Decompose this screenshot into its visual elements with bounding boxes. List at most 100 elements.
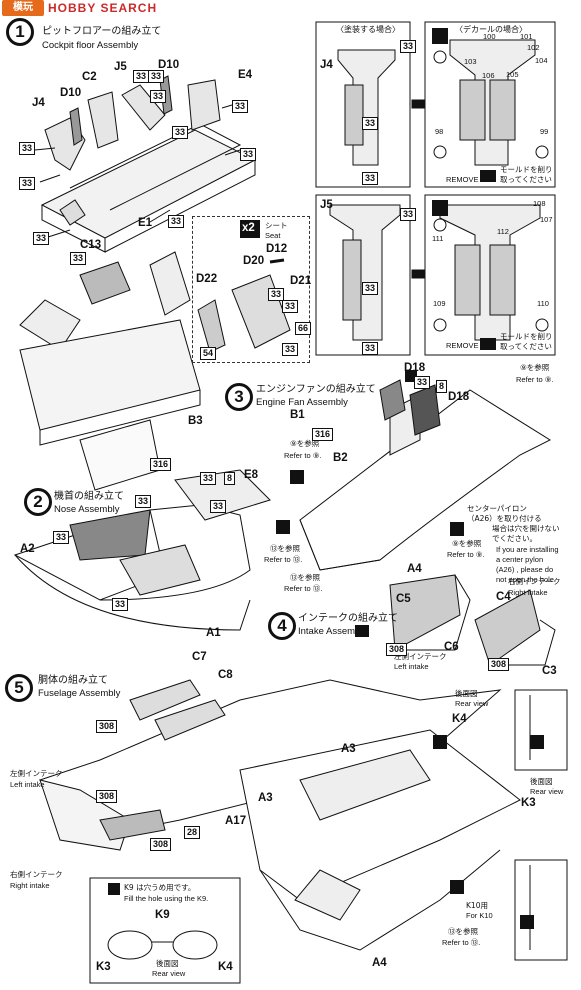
paint-code: 316 xyxy=(312,428,334,441)
rear-view-en-3: Rear view xyxy=(152,969,186,978)
refer-9-jp-3: ⑨を参照 xyxy=(452,539,482,548)
part-label-k9: K9 xyxy=(155,909,170,921)
step-5-title-en: Fuselage Assembly xyxy=(38,688,121,699)
paint-code: 33 xyxy=(210,500,227,513)
part-label-b2: B2 xyxy=(333,452,348,464)
paint-code: 33 xyxy=(282,300,299,313)
paint-code: 33 xyxy=(362,282,379,295)
step-4-title-en: Intake Assembly xyxy=(298,626,368,637)
decal-panel-title: 〈デカールの場合〉 xyxy=(455,25,527,34)
part-label-b3: B3 xyxy=(188,415,203,427)
part-label-e4: E4 xyxy=(238,69,253,81)
part-label-c8: C8 xyxy=(218,669,233,681)
part-label-d22: D22 xyxy=(196,273,218,285)
paint-code: 33 xyxy=(19,142,36,155)
decal-number: 108 xyxy=(533,199,546,208)
watermark-logo: 模玩 xyxy=(2,0,44,16)
decal-number: 100 xyxy=(483,32,496,41)
paint-code: 33 xyxy=(240,148,257,161)
pylon-note-en-2: a center pylon xyxy=(496,555,544,564)
decal-number: 109 xyxy=(433,299,446,308)
paint-code: 33 xyxy=(150,90,167,103)
left-intake-jp: 左側インテーク xyxy=(394,652,447,661)
paint-code: 33 xyxy=(112,598,129,611)
remove-note-jp-2b: 取ってください xyxy=(500,342,552,351)
remove-label: REMOVE xyxy=(446,175,479,184)
part-label-k4: K4 xyxy=(452,713,467,725)
step-3-title-jp: エンジンファンの組み立て xyxy=(256,384,376,395)
step-4-title-jp: インテークの組み立て xyxy=(298,613,398,624)
part-label-b1: B1 xyxy=(290,409,305,421)
left-intake-en: Left intake xyxy=(394,662,429,671)
step-4-number: 4 xyxy=(268,612,296,640)
part-label-a1: A1 xyxy=(206,627,221,639)
decal-number: 98 xyxy=(435,127,444,136)
part-label-c5: C5 xyxy=(396,593,411,605)
rear-view-jp-3: 後面図 xyxy=(156,959,179,968)
k10-en: For K10 xyxy=(466,911,493,920)
part-label-j5-panel: J5 xyxy=(320,199,333,211)
seat-label-jp: シート xyxy=(265,221,288,230)
right-intake-en-2: Right intake xyxy=(10,881,50,890)
part-label-a17: A17 xyxy=(225,815,247,827)
pylon-note-en-3: (A26) , please do xyxy=(496,565,554,574)
decal-number: 110 xyxy=(537,299,549,308)
part-label-d21: D21 xyxy=(290,275,312,287)
part-label-e1: E1 xyxy=(138,217,153,229)
paint-code: 308 xyxy=(150,838,172,851)
refer-9-en-2: Refer to ⑨. xyxy=(516,375,554,384)
paint-code: 308 xyxy=(96,790,118,803)
decal-number: 106 xyxy=(482,71,495,80)
right-intake-jp: 右側インテーク xyxy=(508,577,561,586)
part-label-c4: C4 xyxy=(496,591,511,603)
step-2-title-jp: 機首の組み立て xyxy=(54,491,124,502)
part-label-a3: A3 xyxy=(258,792,273,804)
part-label-d10: D10 xyxy=(60,87,82,99)
decal-number: 102 xyxy=(527,43,540,52)
part-label-a4: A4 xyxy=(407,563,422,575)
step-2-number: 2 xyxy=(24,488,52,516)
pylon-note-jp-2: （A26）を取り付ける xyxy=(467,514,542,523)
paint-code: 33 xyxy=(268,288,285,301)
step-3-title-en: Engine Fan Assembly xyxy=(256,397,348,408)
paint-code: 308 xyxy=(386,643,408,656)
remove-label-2: REMOVE xyxy=(446,341,479,350)
part-label-k4-2: K4 xyxy=(218,961,233,973)
step-2-title-en: Nose Assembly xyxy=(54,504,120,515)
rear-view-jp-2: 後面図 xyxy=(530,777,553,786)
part-label-a3-2: A3 xyxy=(341,743,356,755)
paint-code: 33 xyxy=(133,70,150,83)
decal-number: 99 xyxy=(540,127,549,136)
part-label-c13: C13 xyxy=(80,239,102,251)
paint-code: 33 xyxy=(200,472,217,485)
pylon-note-en-1: If you are installing xyxy=(496,545,559,554)
part-label-c6: C6 xyxy=(444,641,459,653)
watermark-text: HOBBY SEARCH xyxy=(48,1,158,15)
k9-note-jp: K9 は穴うめ用です。 xyxy=(124,883,196,892)
paint-code: 33 xyxy=(414,376,431,389)
part-label-d18: D18 xyxy=(404,362,426,374)
pylon-note-jp-3: 場合は穴を開けない xyxy=(492,524,560,533)
decal-number: 104 xyxy=(535,56,548,65)
refer-13-jp-3: ⑬を参照 xyxy=(448,927,478,936)
paint-code: 33 xyxy=(70,252,87,265)
seat-label-en: Seat xyxy=(265,231,281,240)
part-label-j5: J5 xyxy=(114,61,127,73)
paint-code: 33 xyxy=(172,126,189,139)
remove-note-jp-2: 取ってください xyxy=(500,175,552,184)
decal-number: 112 xyxy=(497,227,509,236)
k9-note-en: Fill the hole using the K9. xyxy=(124,894,209,903)
refer-9-en-3: Refer to ⑨. xyxy=(447,550,485,559)
paint-code: 8 xyxy=(436,380,448,393)
paint-code: 33 xyxy=(362,172,379,185)
refer-13-jp: ⑬を参照 xyxy=(270,544,300,553)
paint-code: 308 xyxy=(488,658,510,671)
paint-code: 33 xyxy=(400,208,417,221)
refer-9-jp-2: ⑨を参照 xyxy=(520,363,550,372)
step-1-title-jp: ピットフロアーの組み立て xyxy=(42,26,162,37)
step-3-number: 3 xyxy=(225,383,253,411)
left-intake-jp-2: 左側インテーク xyxy=(10,769,63,778)
step-5-number: 5 xyxy=(5,674,33,702)
rear-view-en-2: Rear view xyxy=(530,787,564,796)
